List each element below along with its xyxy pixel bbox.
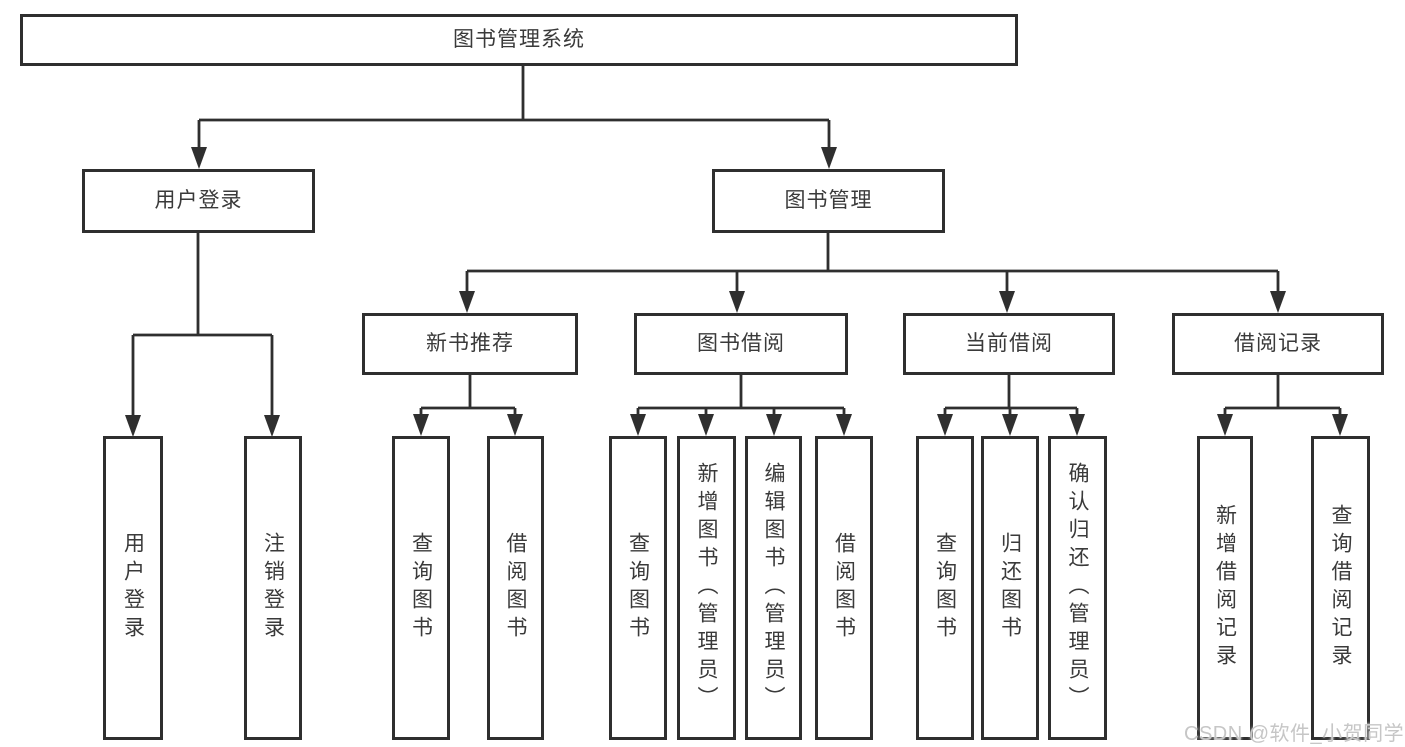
node-book-management-module: 图书管理 (712, 169, 945, 233)
leaf-add-borrow-record: 新增借阅记录 (1197, 436, 1253, 740)
leaf-query-books-recommend: 查询图书 (392, 436, 450, 740)
node-borrowing-records: 借阅记录 (1172, 313, 1384, 375)
leaf-edit-books-admin: 编辑图书（管理员） (745, 436, 802, 740)
node-book-borrowing: 图书借阅 (634, 313, 848, 375)
leaf-query-books-borrowing: 查询图书 (609, 436, 667, 740)
leaf-return-books: 归还图书 (981, 436, 1039, 740)
node-user-login-module: 用户登录 (82, 169, 315, 233)
connector-paths (131, 66, 1342, 418)
leaf-query-borrow-record: 查询借阅记录 (1311, 436, 1370, 740)
leaf-add-books-admin: 新增图书（管理员） (677, 436, 736, 740)
node-current-borrowing: 当前借阅 (903, 313, 1115, 375)
leaf-query-books-current: 查询图书 (916, 436, 974, 740)
node-root-system: 图书管理系统 (20, 14, 1018, 66)
leaf-borrow-books: 借阅图书 (815, 436, 873, 740)
leaf-user-login: 用户登录 (103, 436, 163, 740)
arrowheads (125, 147, 1348, 437)
leaf-confirm-return-admin: 确认归还（管理员） (1048, 436, 1107, 740)
watermark: CSDN @软件_小贺同学 (1184, 723, 1405, 745)
leaf-logout: 注销登录 (244, 436, 302, 740)
node-new-book-recommend: 新书推荐 (362, 313, 578, 375)
leaf-borrow-books-recommend: 借阅图书 (487, 436, 544, 740)
